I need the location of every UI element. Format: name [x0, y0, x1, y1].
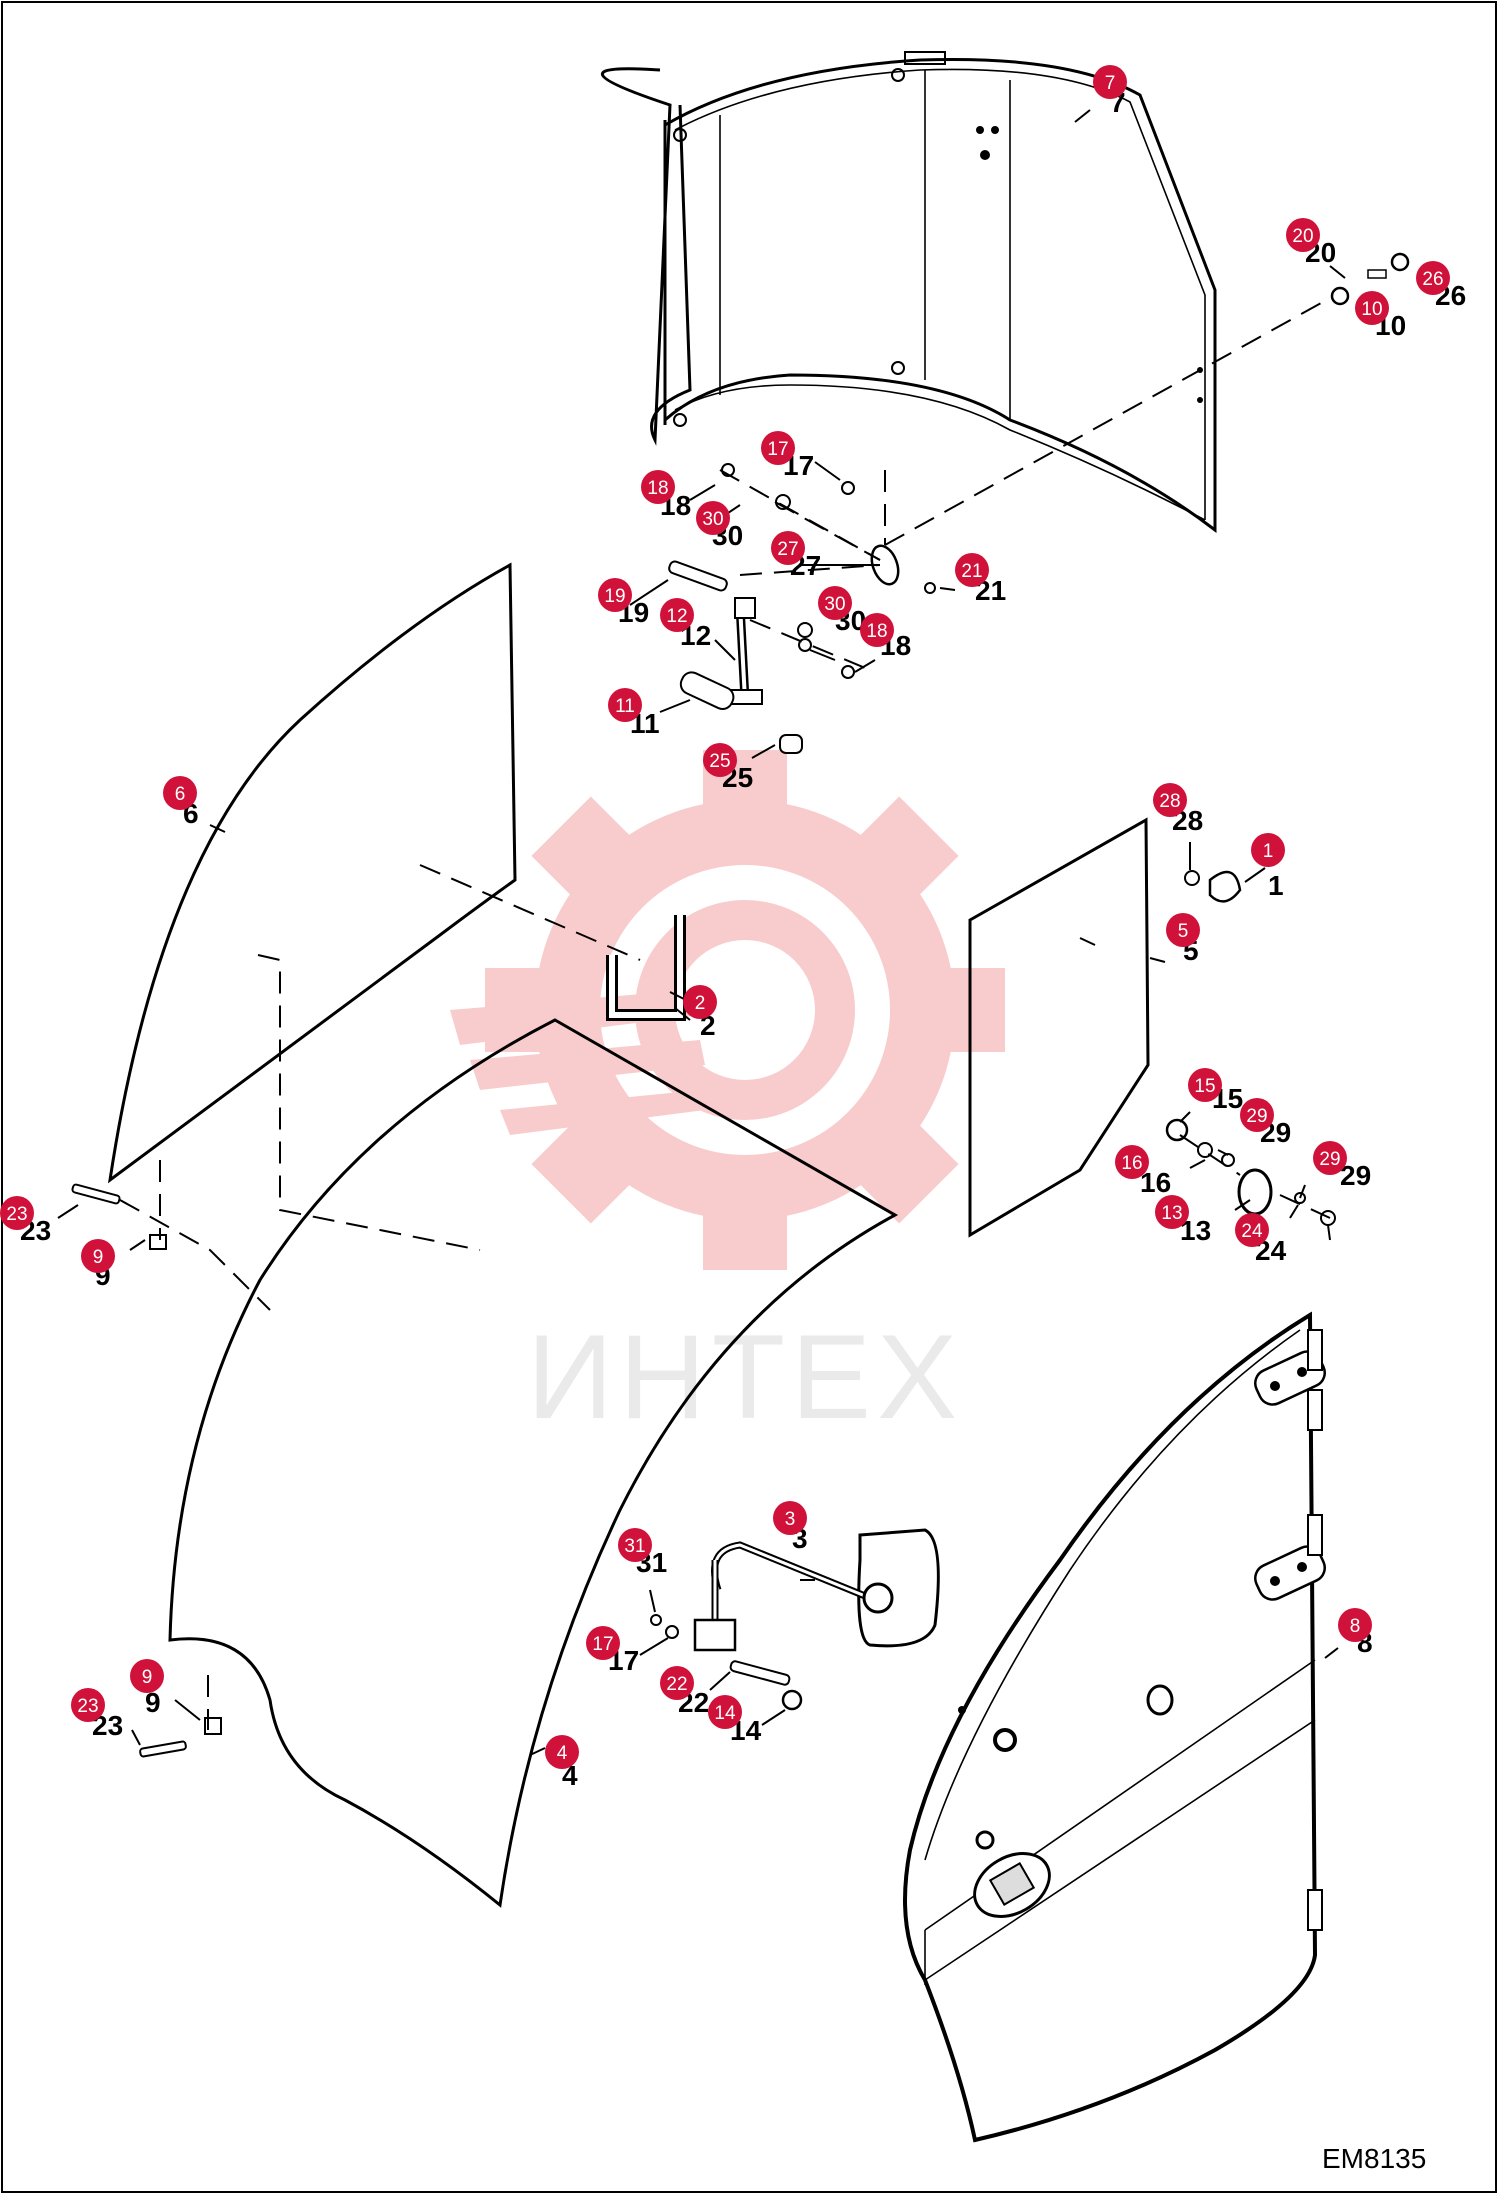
callout-17a[interactable]: 17: [761, 431, 795, 465]
svg-text:14: 14: [714, 1703, 736, 1724]
svg-text:9: 9: [142, 1667, 153, 1688]
part-5-panel: [968, 817, 1150, 1238]
callout-30b[interactable]: 30: [818, 586, 852, 620]
callout-18b[interactable]: 18: [860, 613, 894, 647]
callout-9a[interactable]: 9: [81, 1239, 115, 1273]
callout-31[interactable]: 31: [618, 1528, 652, 1562]
svg-text:27: 27: [777, 539, 798, 560]
callout-9b[interactable]: 9: [130, 1659, 164, 1693]
svg-text:17: 17: [592, 1634, 613, 1655]
assembly-lines: [119, 297, 1331, 1730]
svg-text:25: 25: [709, 751, 730, 772]
callout-19[interactable]: 19: [598, 578, 632, 612]
svg-text:18: 18: [866, 621, 887, 642]
svg-text:6: 6: [175, 784, 186, 805]
callout-6[interactable]: 6: [163, 776, 197, 810]
svg-text:17: 17: [767, 439, 788, 460]
part-3-mirror: [693, 1528, 940, 1652]
callout-23a[interactable]: 23: [0, 1196, 34, 1230]
svg-text:1: 1: [1263, 841, 1274, 862]
svg-text:7: 7: [1105, 73, 1116, 94]
part-number-1: 1: [1268, 870, 1284, 901]
svg-text:23: 23: [6, 1204, 27, 1225]
callout-17b[interactable]: 17: [586, 1626, 620, 1660]
part-4-panel: [168, 1018, 899, 1908]
callout-5[interactable]: 5: [1166, 913, 1200, 947]
part-6-panel: [107, 562, 517, 1184]
callout-29b[interactable]: 29: [1313, 1141, 1347, 1175]
svg-text:29: 29: [1246, 1106, 1267, 1127]
callout-20[interactable]: 20: [1286, 218, 1320, 252]
callout-29a[interactable]: 29: [1240, 1098, 1274, 1132]
svg-text:30: 30: [824, 594, 845, 615]
svg-text:5: 5: [1178, 921, 1189, 942]
callout-30a[interactable]: 30: [696, 501, 730, 535]
svg-text:10: 10: [1361, 299, 1382, 320]
callout-14[interactable]: 14: [708, 1695, 742, 1729]
callout-11[interactable]: 11: [608, 688, 642, 722]
hardware: [71, 252, 1410, 1758]
door-handle: [973, 1852, 1051, 1918]
callout-26[interactable]: 26: [1416, 261, 1450, 295]
callout-27[interactable]: 27: [771, 531, 805, 565]
svg-text:12: 12: [666, 606, 687, 627]
callout-25[interactable]: 25: [703, 743, 737, 777]
part-7-frame: [601, 51, 1217, 534]
callout-12[interactable]: 12: [660, 598, 694, 632]
callout-16[interactable]: 16: [1115, 1145, 1149, 1179]
svg-text:21: 21: [961, 561, 982, 582]
callout-18a[interactable]: 18: [641, 470, 675, 504]
svg-text:4: 4: [557, 1743, 568, 1764]
callout-21[interactable]: 21: [955, 553, 989, 587]
callout-23b[interactable]: 23: [71, 1688, 105, 1722]
callout-15[interactable]: 15: [1188, 1068, 1222, 1102]
svg-text:9: 9: [93, 1247, 104, 1268]
svg-text:11: 11: [615, 696, 635, 717]
callout-13[interactable]: 13: [1155, 1195, 1189, 1229]
callout-4[interactable]: 4: [545, 1735, 579, 1769]
svg-text:24: 24: [1241, 1221, 1263, 1242]
callout-8[interactable]: 8: [1338, 1608, 1372, 1642]
svg-text:26: 26: [1422, 269, 1443, 290]
leader-lines: [57, 109, 1346, 1756]
svg-text:23: 23: [77, 1696, 98, 1717]
svg-text:18: 18: [647, 478, 668, 499]
svg-text:22: 22: [666, 1674, 687, 1695]
callout-24[interactable]: 24: [1235, 1213, 1269, 1247]
callout-markers: 1 2 3 4 5 6 7 8 9 9 10 11 12 13 14 15 16…: [0, 65, 1450, 1769]
svg-text:29: 29: [1319, 1149, 1340, 1170]
hinge-lower: [1254, 1545, 1326, 1601]
part-2-ubolt: [606, 915, 686, 1021]
wrench-icon: [450, 990, 705, 1135]
svg-text:13: 13: [1161, 1203, 1182, 1224]
svg-text:8: 8: [1350, 1616, 1361, 1637]
svg-text:2: 2: [695, 993, 706, 1014]
watermark-logo: ИНТЕХ: [450, 750, 1005, 1444]
svg-text:19: 19: [604, 586, 625, 607]
callout-3[interactable]: 3: [773, 1501, 807, 1535]
callout-2[interactable]: 2: [683, 985, 717, 1019]
svg-text:20: 20: [1292, 226, 1313, 247]
svg-text:16: 16: [1121, 1153, 1142, 1174]
callout-7[interactable]: 7: [1093, 65, 1127, 99]
part-8-door: [903, 1311, 1326, 2143]
callout-10[interactable]: 10: [1355, 291, 1389, 325]
svg-text:31: 31: [624, 1536, 645, 1557]
callout-22[interactable]: 22: [660, 1666, 694, 1700]
svg-text:15: 15: [1194, 1076, 1215, 1097]
svg-text:28: 28: [1159, 791, 1180, 812]
drawing-code: EM8135: [1322, 2143, 1426, 2174]
callout-1[interactable]: 1: [1251, 833, 1285, 867]
part-number-9b: 9: [145, 1687, 161, 1718]
callout-28[interactable]: 28: [1153, 783, 1187, 817]
svg-text:30: 30: [702, 509, 723, 530]
svg-text:3: 3: [785, 1509, 796, 1530]
